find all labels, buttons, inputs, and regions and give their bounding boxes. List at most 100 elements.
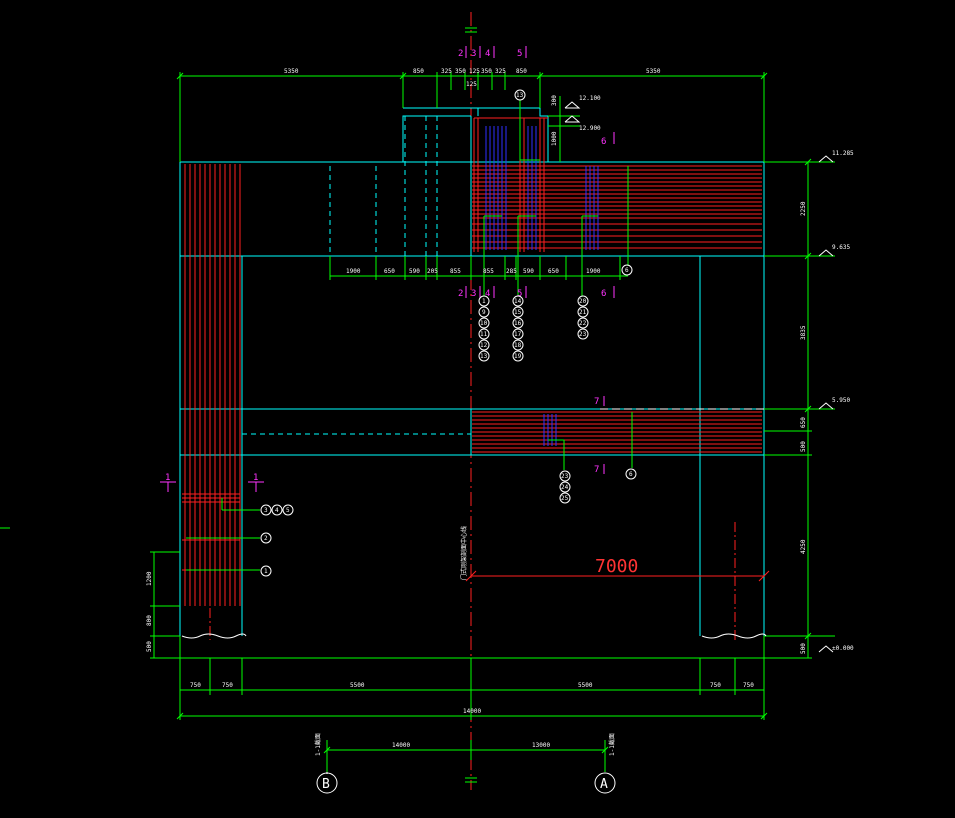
dim-under-3: 205 (427, 268, 438, 275)
bubble-col-mid: 23 24 25 (559, 470, 571, 504)
break-lines (181, 633, 767, 639)
bubble-left-row-1: 3 4 5 (260, 504, 294, 516)
dim-under-1: 650 (384, 268, 395, 275)
bubble-left-row-3: 1 (260, 565, 272, 577)
axis-bubble-b[interactable]: B (316, 772, 338, 794)
svg-text:14: 14 (514, 298, 522, 305)
dim-under-9: 1900 (586, 268, 601, 275)
svg-text:19: 19 (514, 353, 522, 360)
svg-text:23: 23 (561, 473, 569, 480)
dim-bottom-3: 5500 (578, 682, 593, 689)
svg-text:24: 24 (561, 484, 569, 491)
axis-label-b: B (322, 777, 330, 792)
dim-right-4: 4250 (800, 539, 807, 554)
sec-under-1: 3 (471, 289, 476, 299)
dim-top-4: 125 (469, 68, 480, 75)
rebar (182, 117, 762, 606)
level-0: 12.100 (579, 95, 601, 102)
svg-text:6: 6 (625, 267, 629, 274)
svg-text:23: 23 (579, 331, 587, 338)
centerline-note: 门式刚架剖面中心线 (460, 526, 468, 580)
dim-axis-0: 14000 (392, 742, 410, 749)
dim-right-2: 650 (800, 417, 807, 428)
sec-under-4: 6 (601, 289, 606, 299)
dim-axis-1: 13000 (532, 742, 550, 749)
dim-bottom-0: 750 (190, 682, 201, 689)
svg-text:1: 1 (264, 568, 268, 575)
dim-top-6: 325 (495, 68, 506, 75)
dim-top-7: 850 (516, 68, 527, 75)
dimension-ticks (176, 72, 812, 754)
bubble-col-2: 14 15 16 17 18 19 (512, 295, 524, 362)
dim-top-2: 325 (441, 68, 452, 75)
sec-top-2: 4 (485, 49, 490, 59)
axis-bubble-a[interactable]: A (594, 772, 616, 794)
svg-text:17: 17 (514, 331, 522, 338)
dim-under-6: 285 (506, 268, 517, 275)
bubble-beam-top: 13 (514, 89, 526, 101)
svg-text:16: 16 (514, 320, 522, 327)
span-label: 7000 (595, 556, 638, 577)
svg-text:25: 25 (561, 495, 569, 502)
bubble-col-1: 1 9 10 11 12 13 (478, 295, 490, 362)
dim-bottom-5: 750 (743, 682, 754, 689)
sec-under-2: 4 (485, 289, 490, 299)
dim-top-0: 5350 (284, 68, 299, 75)
left-vertical-dimension-texts: 1200 800 500 (146, 571, 153, 652)
svg-text:15: 15 (514, 309, 522, 316)
svg-text:10: 10 (480, 320, 488, 327)
sec-top-3: 5 (517, 49, 522, 59)
right-vertical-dimension-texts: 2250 3835 650 500 4250 500 (800, 201, 807, 654)
frame-outline (179, 107, 765, 636)
dim-right-1: 3835 (800, 325, 807, 340)
sec-under-0: 2 (458, 289, 463, 299)
bubble-col-3: 20 21 22 23 (577, 295, 589, 340)
dimension-lines (150, 72, 835, 772)
svg-text:13: 13 (480, 353, 488, 360)
level-4: 5.950 (832, 397, 850, 404)
svg-text:3: 3 (264, 507, 268, 514)
svg-text:20: 20 (579, 298, 587, 305)
svg-text:2: 2 (264, 535, 268, 542)
dim-left-2: 500 (146, 641, 153, 652)
sec-mid-1: 7 (594, 465, 599, 475)
sec-under-3: 5 (517, 289, 522, 299)
level-texts: 12.100 12.900 11.285 9.635 5.950 ±0.000 (579, 95, 854, 652)
dim-bottom-4: 750 (710, 682, 721, 689)
dim-under-0: 1900 (346, 268, 361, 275)
svg-text:1: 1 (482, 298, 486, 305)
dim-right-5: 500 (800, 643, 807, 654)
axis-label-a: A (600, 777, 608, 792)
dim-top-3: 350 (455, 68, 466, 75)
dim-raised-1: 1000 (551, 131, 558, 146)
svg-text:6: 6 (629, 471, 633, 478)
svg-text:9: 9 (482, 309, 486, 316)
dim-under-5: 855 (483, 268, 494, 275)
dim-bottom-total: 14000 (463, 708, 481, 715)
level-markers (564, 101, 834, 653)
svg-text:11: 11 (480, 331, 488, 338)
dim-under-7: 590 (523, 268, 534, 275)
level-3: 9.635 (832, 244, 850, 251)
dim-right-3: 500 (800, 441, 807, 452)
sec-top-0: 2 (458, 49, 463, 59)
dim-top-8: 5350 (646, 68, 661, 75)
bubble-beam-right: 6 (621, 264, 633, 276)
stirrups (485, 126, 599, 446)
dim-under-2: 590 (409, 268, 420, 275)
sec-midtop-0: 6 (601, 137, 606, 147)
sec-mid-0: 7 (594, 397, 599, 407)
bubble-left-row-2: 2 (260, 532, 272, 544)
level-2: 11.285 (832, 150, 854, 157)
level-5: ±0.000 (832, 645, 854, 652)
dim-left-1: 800 (146, 615, 153, 626)
svg-text:22: 22 (579, 320, 587, 327)
top-dimension-texts: 5350 850 325 350 125 350 325 850 5350 12… (284, 68, 661, 88)
svg-text:4: 4 (275, 507, 279, 514)
hidden-lines (242, 116, 764, 435)
bubble-mid-right: 6 (625, 468, 637, 480)
section-marks (160, 46, 615, 492)
dim-top-5: 350 (481, 68, 492, 75)
dim-under-4: 855 (450, 268, 461, 275)
